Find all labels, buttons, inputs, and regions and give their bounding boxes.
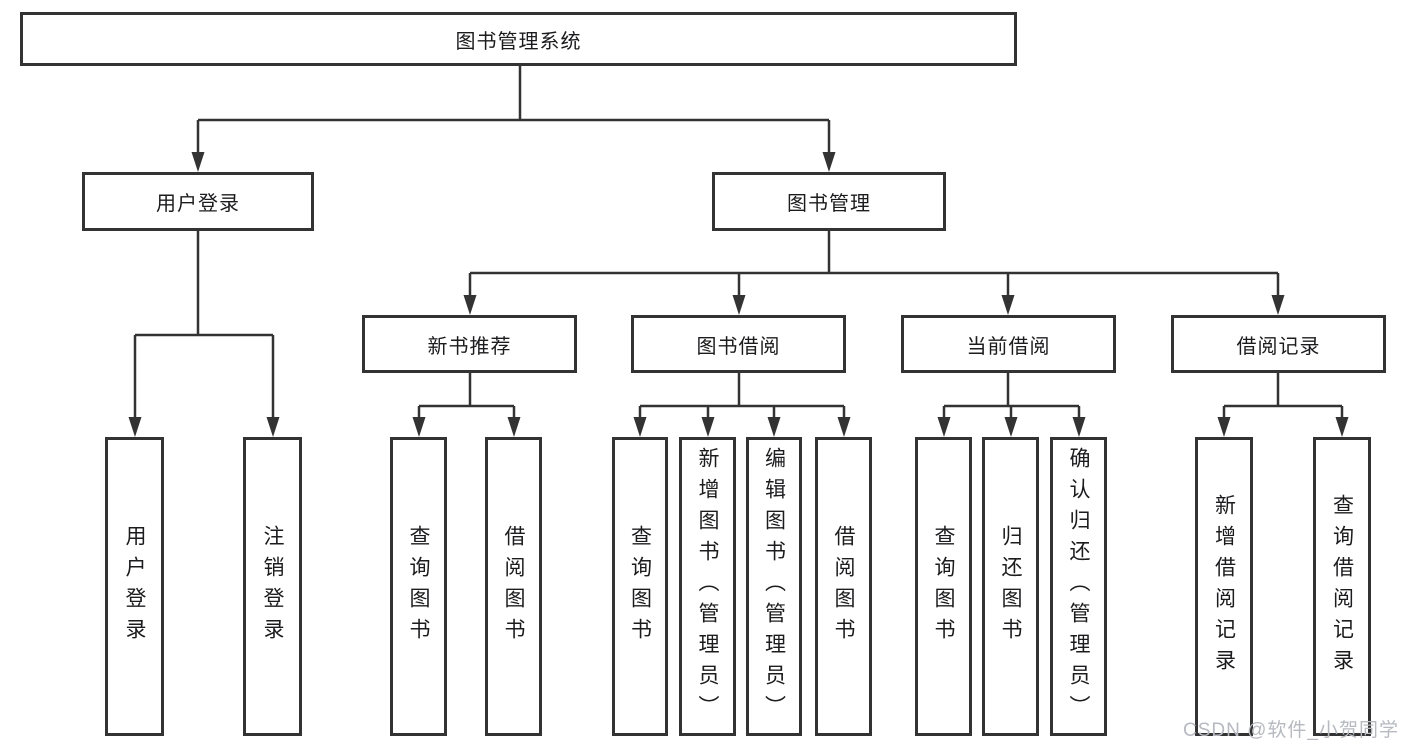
leaf-query-books-borrow-label: 查询图书 [628, 524, 652, 649]
leaf-add-borrow-record: 新增借阅记录 [1195, 437, 1253, 736]
node-book-borrow: 图书借阅 [631, 315, 846, 373]
node-book-management: 图书管理 [712, 172, 946, 231]
leaf-borrow-books-label: 借阅图书 [832, 524, 855, 649]
leaf-logout-label: 注销登录 [261, 524, 284, 649]
leaf-borrow-books: 借阅图书 [815, 437, 872, 736]
node-new-book-recommend: 新书推荐 [362, 315, 577, 373]
leaf-add-books-admin-label: 新增图书（管理员） [696, 447, 719, 726]
leaf-query-books-borrow: 查询图书 [612, 437, 668, 736]
node-book-borrow-label: 图书借阅 [696, 335, 781, 358]
node-root: 图书管理系统 [20, 12, 1017, 66]
node-borrow-records-label: 借阅记录 [1236, 335, 1321, 358]
leaf-query-books-current-label: 查询图书 [932, 524, 955, 649]
node-current-borrow-label: 当前借阅 [966, 335, 1051, 358]
leaf-borrow-books-recommend-label: 借阅图书 [502, 524, 525, 649]
watermark: CSDN @软件_小贺同学 [1183, 720, 1399, 741]
leaf-add-books-admin: 新增图书（管理员） [679, 437, 736, 736]
leaf-query-borrow-record-label: 查询借阅记录 [1330, 493, 1354, 680]
leaf-return-books: 归还图书 [982, 437, 1039, 736]
leaf-borrow-books-recommend: 借阅图书 [485, 437, 542, 736]
leaf-query-books-recommend: 查询图书 [390, 437, 447, 736]
node-root-label: 图书管理系统 [455, 30, 582, 53]
node-book-management-label: 图书管理 [787, 193, 871, 215]
leaf-query-books-current: 查询图书 [915, 437, 972, 736]
node-current-borrow: 当前借阅 [901, 315, 1116, 373]
node-borrow-records: 借阅记录 [1171, 315, 1386, 373]
leaf-return-books-label: 归还图书 [999, 524, 1022, 649]
node-user-login-label: 用户登录 [156, 193, 240, 215]
leaf-logout: 注销登录 [243, 437, 302, 736]
connector-lines [133, 66, 1344, 420]
leaf-query-books-recommend-label: 查询图书 [407, 524, 430, 649]
leaf-query-borrow-record: 查询借阅记录 [1313, 437, 1371, 736]
leaf-user-login: 用户登录 [105, 437, 164, 736]
leaf-confirm-return-admin-label: 确认归还（管理员） [1067, 447, 1090, 726]
node-user-login: 用户登录 [82, 172, 314, 231]
leaf-edit-books-admin: 编辑图书（管理员） [746, 437, 802, 736]
leaf-add-borrow-record-label: 新增借阅记录 [1212, 493, 1236, 680]
leaf-confirm-return-admin: 确认归还（管理员） [1050, 437, 1107, 736]
leaf-user-login-label: 用户登录 [123, 524, 146, 649]
leaf-edit-books-admin-label: 编辑图书（管理员） [762, 447, 786, 726]
node-new-book-recommend-label: 新书推荐 [427, 335, 512, 358]
